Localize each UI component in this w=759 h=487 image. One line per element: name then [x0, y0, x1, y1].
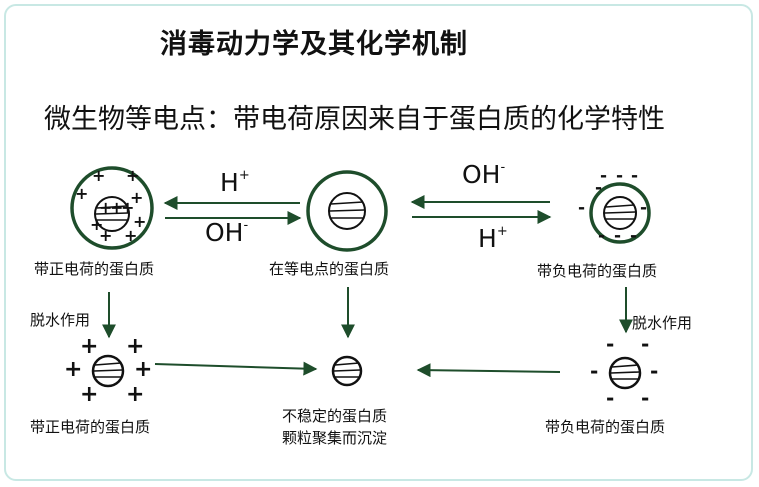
label-unstable-line1: 不稳定的蛋白质 — [282, 407, 388, 425]
positive-charge-glyph: + — [126, 166, 140, 185]
negative-charge-glyph: - — [578, 198, 586, 218]
negative-charge-glyph: - — [595, 178, 603, 198]
positive-charge-glyph: + — [133, 212, 147, 231]
negative-charge-glyph: - — [590, 359, 599, 383]
label-positive-bottom: 带正电荷的蛋白质 — [30, 418, 151, 436]
positive-charge-glyph: + — [92, 166, 106, 185]
negative-protein-small — [608, 356, 642, 390]
positive-charge-glyph: + — [126, 382, 145, 407]
negative-charge-glyph: - — [640, 198, 648, 218]
page-title: 消毒动力学及其化学机制 — [160, 29, 468, 60]
positive-protein-small — [91, 354, 125, 388]
positive-charge-glyph: + — [99, 226, 113, 245]
positive-charge-glyph: + — [75, 184, 89, 203]
positive-charge-glyph: + — [90, 215, 104, 234]
positive-charge-glyph: + — [126, 334, 145, 359]
positive-charge-glyph: + — [99, 198, 113, 217]
positive-charge-glyph: + — [80, 382, 99, 407]
arrow-negative-to-unstable — [416, 363, 561, 378]
label-dehydrate-left: 脱水作用 — [30, 311, 91, 329]
negative-charge-glyph: - — [650, 359, 659, 383]
page-subtitle: 微生物等电点：带电荷原因来自于蛋白质的化学特性 — [44, 104, 665, 135]
arrow-positive-to-unstable — [154, 361, 318, 376]
isoelectric-protein-cell — [306, 170, 388, 252]
negative-charge-glyph: - — [630, 226, 638, 246]
negative-charge-glyph: - — [614, 226, 622, 246]
negative-charge-glyph: - — [631, 166, 639, 186]
negative-charge-glyph: - — [641, 332, 650, 356]
label-isoelectric-top: 在等电点的蛋白质 — [269, 260, 390, 278]
positive-charge-glyph: + — [80, 334, 99, 359]
negative-charge-glyph: - — [606, 332, 615, 356]
negative-protein-cell — [589, 182, 651, 244]
positive-charge-glyph: + — [110, 198, 124, 217]
positive-charge-glyph: + — [121, 198, 135, 217]
unstable-protein-small — [331, 355, 363, 387]
ion-h-right: H+ — [478, 224, 508, 253]
negative-charge-glyph: - — [600, 166, 608, 186]
positive-charge-glyph: + — [134, 357, 153, 382]
label-negative-bottom: 带负电荷的蛋白质 — [545, 418, 666, 436]
label-unstable-line2: 颗粒聚集而沉淀 — [282, 429, 388, 447]
negative-charge-glyph: - — [616, 166, 624, 186]
label-negative-top: 带负电荷的蛋白质 — [537, 262, 658, 280]
positive-charge-glyph: + — [130, 188, 144, 207]
negative-charge-glyph: - — [598, 226, 606, 246]
positive-charge-glyph: + — [64, 357, 83, 382]
frame-border — [4, 4, 753, 481]
positive-charge-glyph: + — [124, 226, 138, 245]
ion-oh-right: OH- — [462, 160, 506, 189]
positive-protein-cell — [70, 166, 154, 250]
ion-h-left: H+ — [220, 168, 250, 197]
label-positive-top: 带正电荷的蛋白质 — [34, 260, 155, 278]
ion-oh-left: OH- — [205, 218, 249, 247]
negative-charge-glyph: - — [606, 386, 615, 410]
negative-charge-glyph: - — [641, 386, 650, 410]
label-dehydrate-right: 脱水作用 — [632, 314, 693, 332]
